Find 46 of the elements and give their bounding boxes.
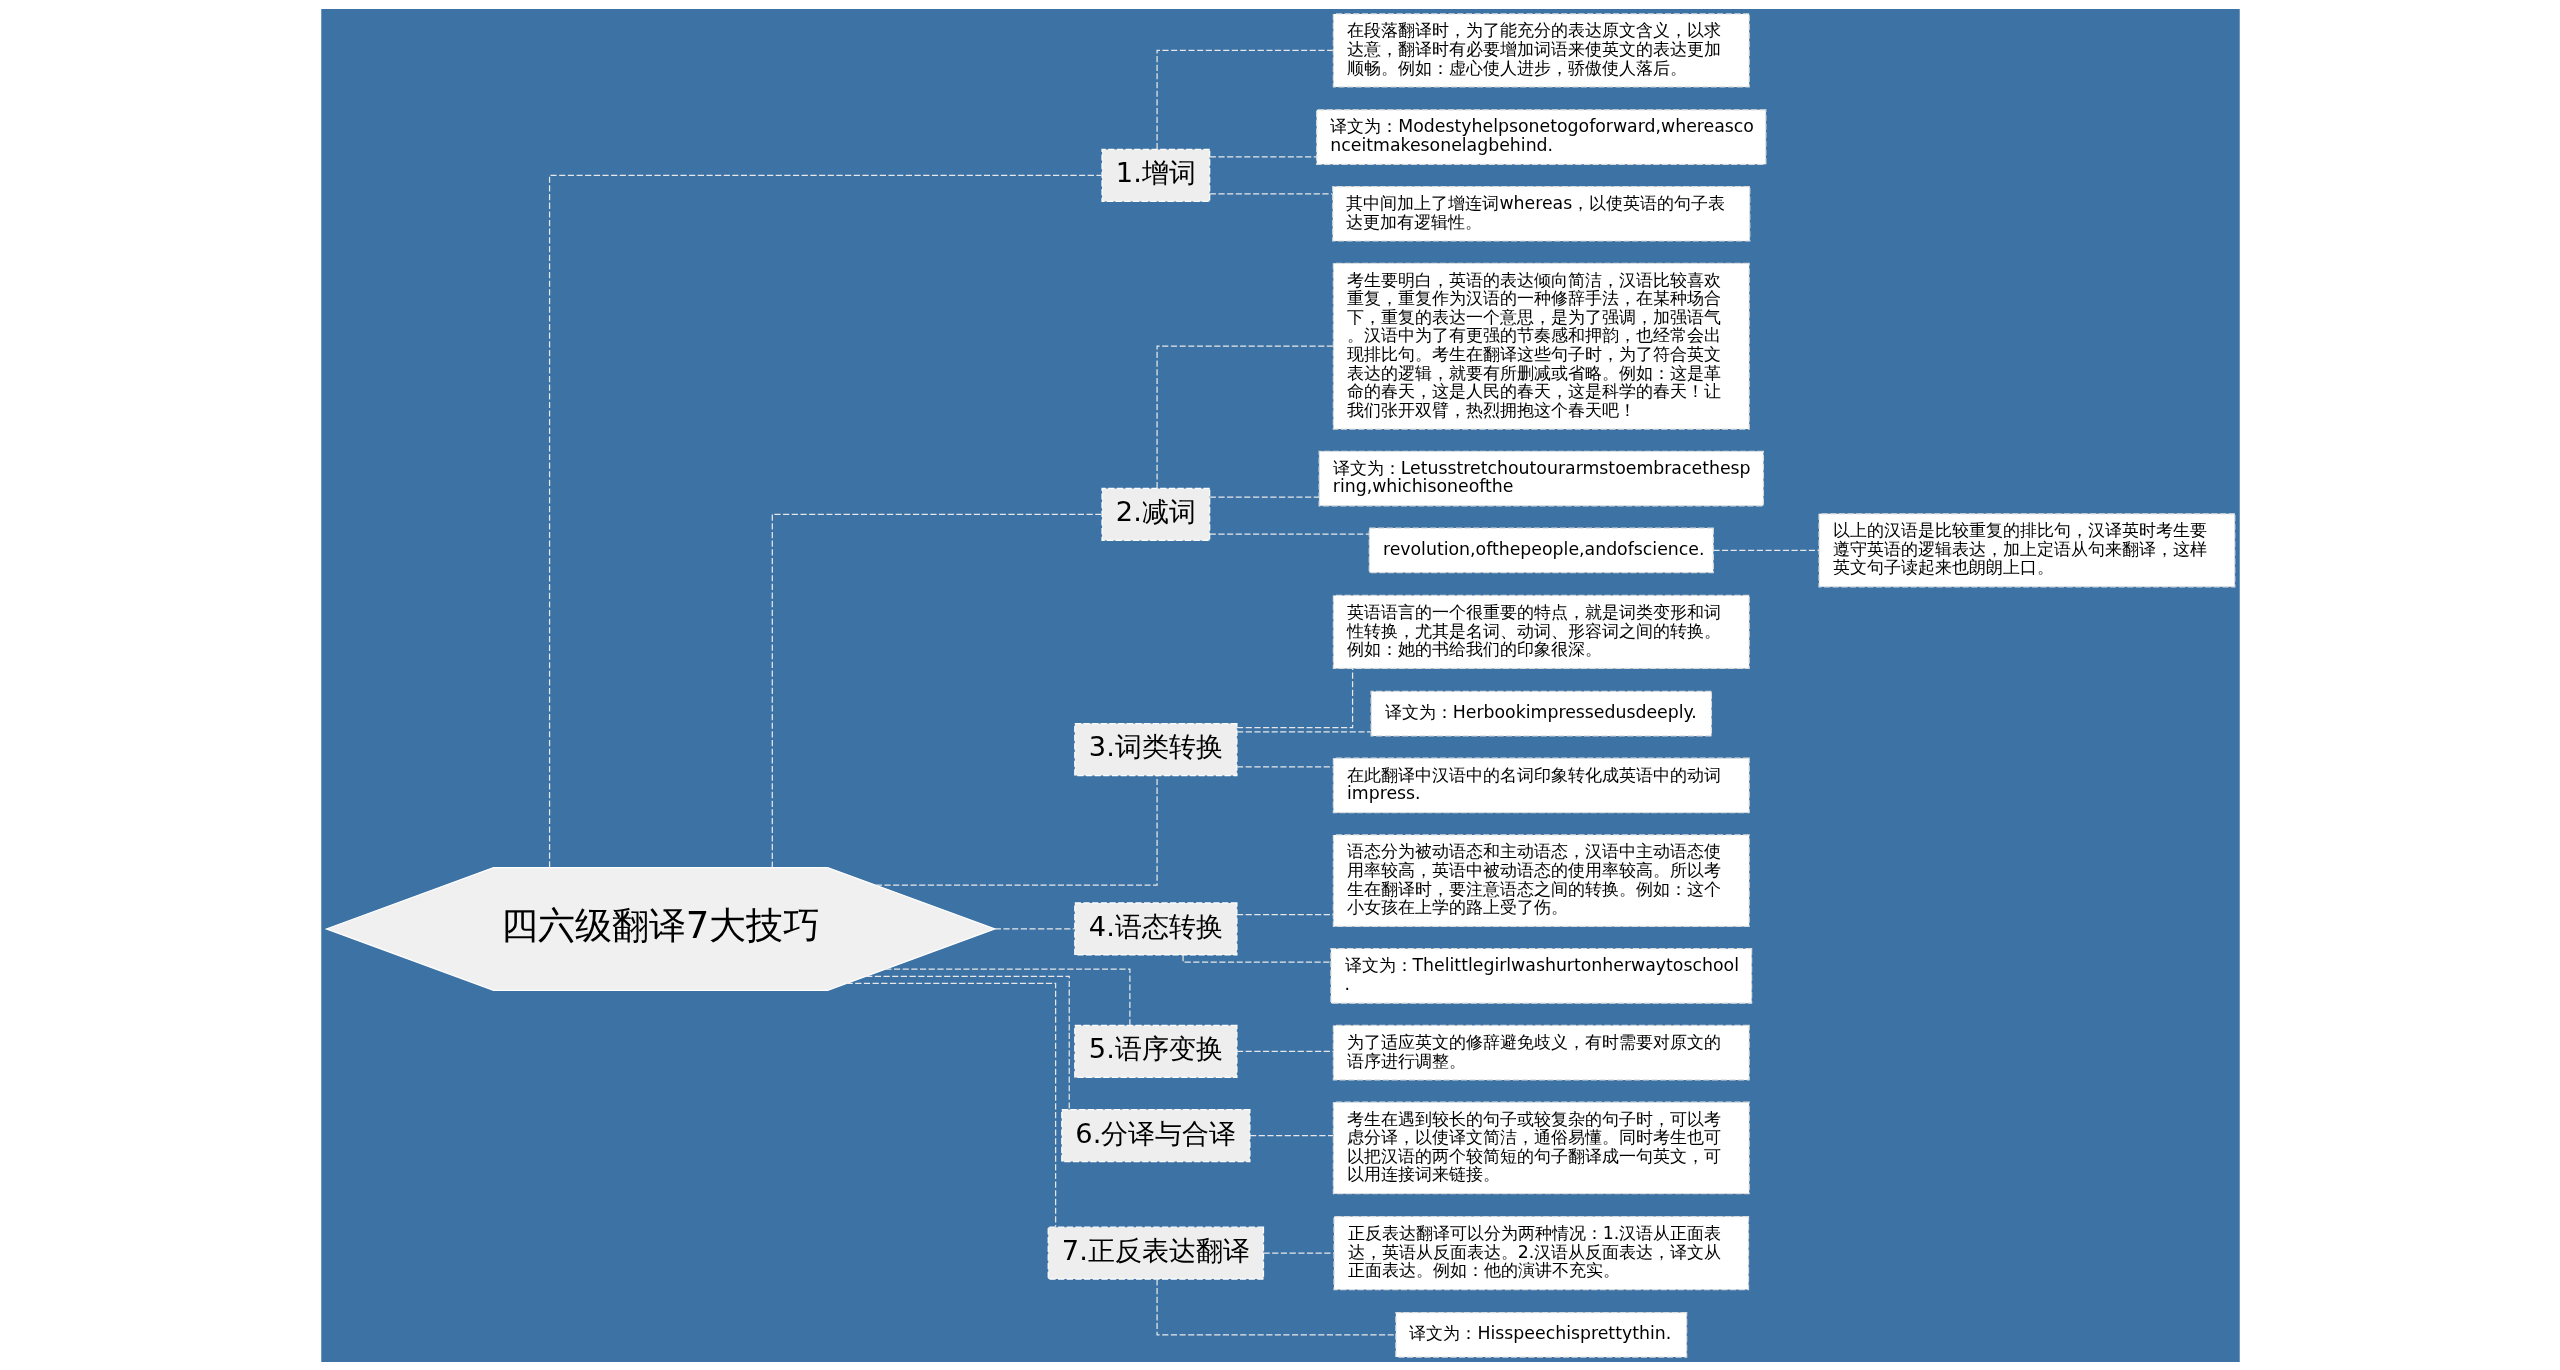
connector: [884, 968, 1130, 1026]
node-box: 语态分为被动语态和主动语态，汉语中主动语态使用率较高，英语中被动语态的使用率较高。所以考生在翻译时，要注意语态之间的转换。例如：这个小女孩在上学的路上受了伤。: [1332, 833, 1750, 927]
connector: [1208, 533, 1370, 535]
connector: [865, 975, 1070, 1110]
connector: [1249, 1134, 1334, 1136]
node-box: 1.增词: [1100, 148, 1210, 202]
connector: [1208, 496, 1320, 498]
connector: [1208, 155, 1317, 157]
connector: [1208, 192, 1333, 195]
connector: [1155, 1278, 1396, 1335]
node-box: 在此翻译中汉语中的名词印象转化成英语中的动词impress.: [1332, 757, 1750, 813]
node-box: 译文为：Modestyhelpsonetogoforward,whereasconceitmakesonelagbehind.: [1315, 108, 1766, 165]
connector: [874, 774, 1158, 886]
connector: [1236, 1050, 1334, 1052]
node-box: 7.正反表达翻译: [1047, 1226, 1264, 1280]
node-box: 考生要明白，英语的表达倾向简洁，汉语比较喜欢重复，重复作为汉语的一种修辞手法，在某种场合下，重复的表达一个意思，是为了强调，加强语气。汉语中为了有更强的节奏感和押韵，也经常会出现排比句。考生在翻译这些句子时，为了符合英文表达的逻辑，就要有所删减或省略。例如：这是革命的春天，这是人民的春天，这是科学的春天！让我们张开双臂，热烈拥抱这个春天吧！: [1332, 262, 1750, 430]
node-box: 4.语态转换: [1073, 901, 1237, 956]
node-box: 以上的汉语是比较重复的排比句，汉译英时考生要遵守英语的逻辑表达，加上定语从句来翻译，这样英文句子读起来也朗朗上口。: [1817, 512, 2235, 587]
connector: [1262, 1252, 1334, 1254]
node-box: 其中间加上了增连词whereas，以使英语的句子表达更加有逻辑性。: [1331, 185, 1750, 242]
connector: [1155, 49, 1333, 150]
node-box: 考生在遇到较长的句子或较复杂的句子时，可以考虑分译，以使译文简洁，通俗易懂。同时考生也可以把汉语的两个较简短的句子翻译成一句英文，可以用连接词来链接。: [1332, 1101, 1750, 1194]
connector: [771, 513, 1102, 868]
node-box: revolution,ofthepeople,andofscience.: [1368, 526, 1714, 573]
node-box: 3.词类转换: [1073, 722, 1237, 776]
connector: [1712, 549, 1819, 551]
connector: [1236, 730, 1371, 732]
node-box: 6.分译与合译: [1060, 1108, 1250, 1162]
node-box: 英语语言的一个很重要的特点，就是词类变形和词性转换，尤其是名词、动词、形容词之间的转换。例如：她的书给我们的印象很深。: [1332, 594, 1750, 669]
node-box: 译文为：Letusstretchoutourarmstoembracethespring,whichisoneofthe: [1318, 450, 1764, 506]
connector: [1236, 765, 1334, 767]
node-box: 译文为：Thelittlegirlwashurtonherwaytoschool.: [1329, 947, 1752, 1004]
node-box: 在段落翻译时，为了能充分的表达原文含义，以求达意，翻译时有必要增加词语来使英文的表达更加顺畅。例如：虚心使人进步，骄傲使人落后。: [1332, 12, 1750, 88]
connector: [1155, 345, 1333, 489]
node-box: 正反表达翻译可以分为两种情况：1.汉语从正面表达，英语从反面表达。2.汉语从反面表达，译文从正面表达。例如：他的演讲不充实。: [1332, 1215, 1749, 1290]
connector: [1236, 913, 1334, 915]
node-box: 2.减词: [1100, 487, 1210, 541]
connector: [1235, 667, 1353, 728]
node-box: 译文为：Hisspeechisprettythin.: [1394, 1311, 1687, 1358]
node-box: 译文为：Herbookimpressedusdeeply.: [1370, 690, 1712, 737]
connector: [1181, 953, 1331, 963]
connector: [548, 174, 1102, 868]
node-box: 5.语序变换: [1073, 1024, 1237, 1078]
connector: [993, 927, 1075, 930]
node-box: 为了适应英文的修辞避免歧义，有时需要对原文的语序进行调整。: [1332, 1024, 1750, 1080]
connector: [845, 982, 1056, 1227]
